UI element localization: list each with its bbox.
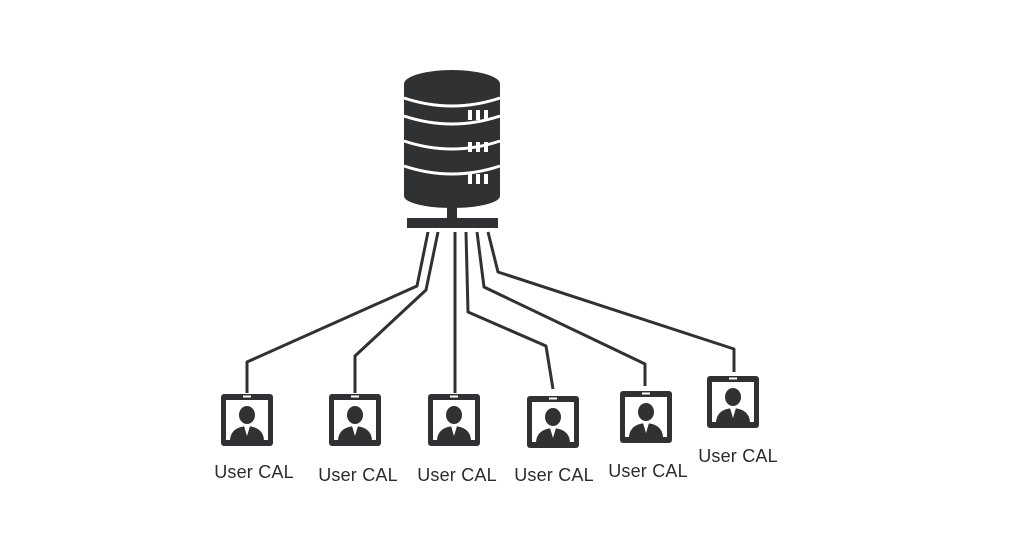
connection-line-2 [353,231,440,393]
user-cal-label: User CAL [608,461,688,481]
connection-line-5 [475,231,647,386]
user-cal-label: User CAL [214,462,294,482]
user-device-icon [329,394,381,446]
connection-lines [245,231,736,393]
user-device-icon [620,391,672,443]
user-device-icon [428,394,480,446]
user-device-icon [527,396,579,448]
user-cal-label: User CAL [417,465,497,485]
user-cal-label: User CAL [698,446,778,466]
user-cal-label: User CAL [318,465,398,485]
user-cal-label: User CAL [514,465,594,485]
connection-line-4 [464,231,555,390]
connection-line-1 [245,231,430,393]
user-device-icon [707,376,759,428]
user-device-icon [221,394,273,446]
database-server-icon [403,70,501,228]
connection-line-6 [486,231,736,372]
